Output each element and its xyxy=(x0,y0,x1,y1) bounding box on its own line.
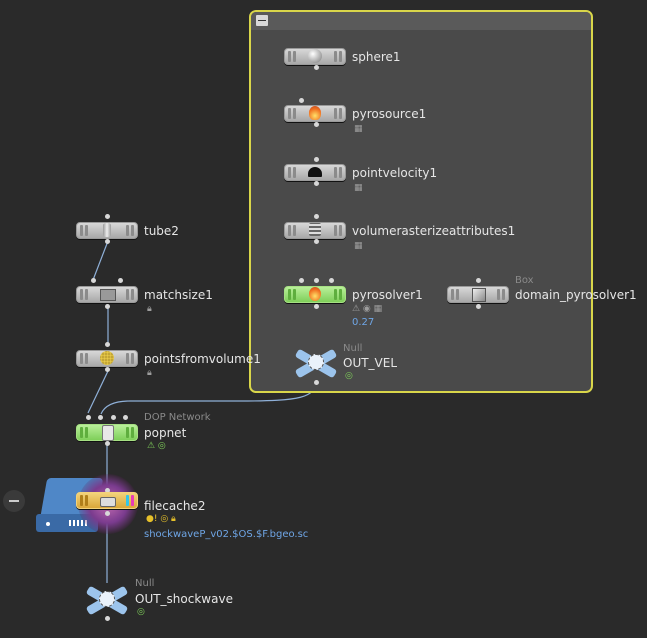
node-label: OUT_VEL xyxy=(343,356,398,370)
node-label: pyrosource1 xyxy=(352,107,427,121)
node-matchsize1[interactable] xyxy=(76,286,138,303)
node-label: matchsize1 xyxy=(144,288,213,302)
node-type: Null xyxy=(343,343,363,354)
node-type: Box xyxy=(515,275,534,286)
lock-icon: ▦ xyxy=(354,241,363,251)
node-OUT_VEL[interactable] xyxy=(294,346,338,379)
network-box-titlebar[interactable] xyxy=(251,12,591,30)
display-flag-icon: ◎ xyxy=(137,607,145,617)
null-icon xyxy=(99,591,115,607)
cache-path: shockwaveP_v02.$OS.$F.bgeo.sc xyxy=(144,529,309,540)
node-filecache2[interactable] xyxy=(76,492,138,509)
node-volumerasterizeattributes1[interactable] xyxy=(284,222,346,239)
node-label: OUT_shockwave xyxy=(135,592,233,606)
sphere-icon xyxy=(306,47,324,66)
node-pointsfromvolume1[interactable] xyxy=(76,350,138,367)
lock-icon: 🔒︎ xyxy=(147,368,152,378)
node-tube2[interactable] xyxy=(76,222,138,239)
node-pointvelocity1[interactable] xyxy=(284,164,346,181)
network-box[interactable] xyxy=(249,10,593,393)
node-label: volumerasterizeattributes1 xyxy=(352,224,516,238)
null-icon xyxy=(308,354,324,370)
node-domain_pyrosolver1[interactable] xyxy=(447,286,509,303)
node-label: sphere1 xyxy=(352,50,401,64)
node-pyrosource1[interactable] xyxy=(284,105,346,122)
node-label: domain_pyrosolver1 xyxy=(515,288,637,302)
node-OUT_shockwave[interactable] xyxy=(85,583,129,616)
node-sphere1[interactable] xyxy=(284,48,346,65)
lock-icon: 🔒︎ xyxy=(147,304,152,314)
node-label: pointsfromvolume1 xyxy=(144,352,261,366)
fire-icon xyxy=(306,104,324,123)
flag-icons: ⚠ ◎ xyxy=(147,441,166,451)
dop-network-icon xyxy=(98,423,116,442)
node-label: popnet xyxy=(144,426,187,440)
warning-icon: ●! ◎ 🔒︎ xyxy=(146,514,176,524)
fire-icon xyxy=(306,285,324,304)
matchsize-icon xyxy=(98,285,116,304)
node-type: Null xyxy=(135,578,155,589)
node-label: pyrosolver1 xyxy=(352,288,423,302)
node-label: pointvelocity1 xyxy=(352,166,438,180)
gauge-icon xyxy=(306,163,324,182)
node-type: DOP Network xyxy=(144,412,211,423)
node-popnet[interactable] xyxy=(76,424,138,441)
box-icon xyxy=(469,285,487,304)
display-flag-icon: ◎ xyxy=(345,371,353,381)
raster-icon xyxy=(306,221,324,240)
node-value: 0.27 xyxy=(352,317,375,328)
minus-icon[interactable] xyxy=(256,15,268,26)
node-label: tube2 xyxy=(144,224,179,238)
node-label: filecache2 xyxy=(144,499,206,513)
points-icon xyxy=(98,349,116,368)
node-pyrosolver1[interactable] xyxy=(284,286,346,303)
lock-icon: ▦ xyxy=(354,124,363,134)
lock-icon: ▦ xyxy=(354,183,363,193)
minus-circle-icon[interactable] xyxy=(3,490,25,512)
file-cache-icon xyxy=(98,491,116,510)
tube-icon xyxy=(98,221,116,240)
flag-icons: ⚠ ◉ ▦ xyxy=(352,304,383,314)
